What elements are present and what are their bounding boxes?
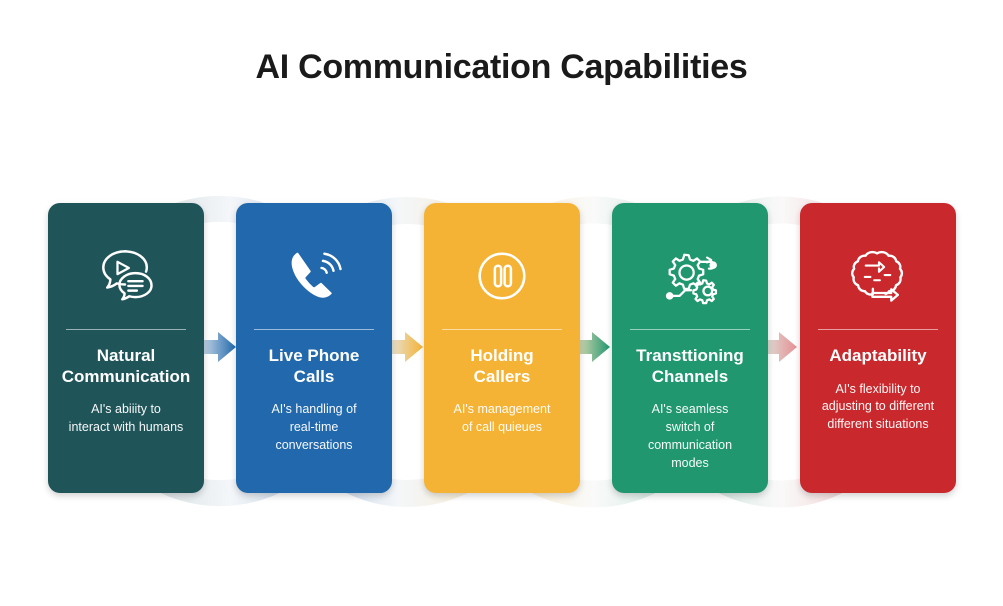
card-holding-callers[interactable]: Holding Callers AI's management of call …	[424, 203, 580, 493]
connector-arrow-2	[385, 332, 423, 362]
card-title: Live Phone Calls	[268, 346, 360, 386]
connector-arrow-4	[759, 332, 797, 362]
card-title: Natural Communication	[61, 346, 191, 386]
card-description: AI's management of call quieues	[453, 402, 551, 435]
card-live-phone-calls[interactable]: Live Phone Calls AI's handling of real-t…	[236, 203, 392, 493]
capability-cards-row: Natural Communication AI's abiiity to in…	[48, 203, 956, 493]
card-divider	[66, 329, 186, 330]
card-description: AI's flexibility to adjusting to differe…	[821, 381, 935, 432]
card-transitioning-channels[interactable]: Transttioning Channels AI's seamless swi…	[612, 203, 768, 493]
card-divider	[630, 329, 750, 330]
gears-network-icon	[653, 239, 727, 313]
card-description: AI's seamless switch of communication mo…	[647, 402, 733, 470]
card-title: Adaptability	[829, 346, 927, 365]
card-description: AI's handling of real-time conversations	[271, 402, 357, 452]
speech-bubbles-icon	[89, 239, 163, 313]
card-adaptability[interactable]: Adaptability AI's flexibility to adjusti…	[800, 203, 956, 493]
phone-ringing-icon	[277, 239, 351, 313]
brain-arrows-icon	[841, 239, 915, 313]
connector-arrow-3	[572, 332, 610, 362]
pause-circle-icon	[465, 239, 539, 313]
connector-arrow-1	[198, 332, 236, 362]
page-title: AI Communication Capabilities	[255, 48, 748, 86]
card-title: Holding Callers	[470, 346, 534, 386]
card-natural-communication[interactable]: Natural Communication AI's abiiity to in…	[48, 203, 204, 493]
card-description: AI's abiiity to interact with humans	[68, 402, 184, 435]
card-divider	[442, 329, 562, 330]
card-title: Transttioning Channels	[636, 346, 744, 386]
card-divider	[254, 329, 374, 330]
card-divider	[818, 329, 938, 330]
